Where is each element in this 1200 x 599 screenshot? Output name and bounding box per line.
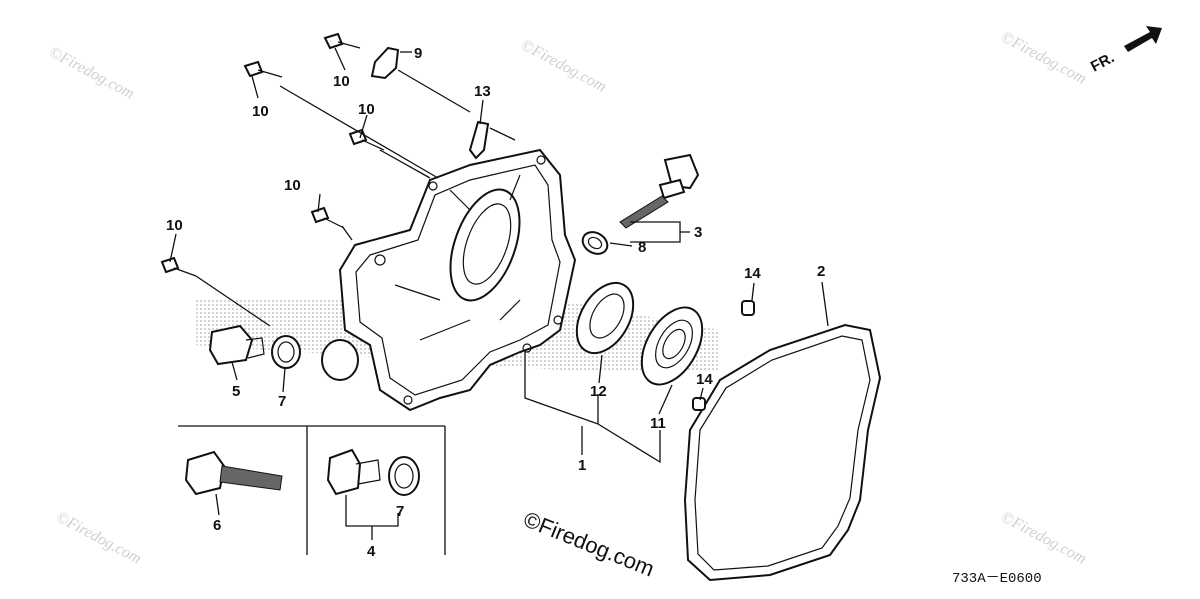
watermark-top-right: ©Firedog.com [998,29,1089,88]
dowel-pin-lower [692,397,706,411]
clip [370,46,400,80]
bolts [160,32,385,277]
callout-6: 6 [213,517,221,534]
callout-4: 4 [367,543,376,560]
callout-3: 3 [694,224,702,241]
diagram-code: 733A－E0600 [952,571,1042,587]
callout-14: 14 [696,371,713,388]
watermark-bottom-left: ©Firedog.com [53,509,144,568]
watermark-bottom-right: ©Firedog.com [998,509,1089,568]
callout-12: 12 [590,383,607,400]
callout-7: 7 [278,393,286,410]
watermark-top-left: ©Firedog.com [46,44,137,103]
callout-8: 8 [638,239,646,256]
bearing-12 [575,281,635,355]
collar [321,339,359,381]
drain-plug-5 [208,324,265,366]
washer-7 [271,335,301,369]
callouts: 10 10 10 10 10 9 13 3 8 14 2 14 12 11 1 … [166,45,825,560]
callout-2: 2 [817,263,825,280]
callout-7: 7 [396,503,404,520]
callout-10: 10 [284,177,301,194]
callout-14: 14 [744,265,761,282]
oil-filler-dipstick [619,153,700,229]
callout-9: 9 [414,45,422,62]
oil-seal [581,231,609,255]
cable-clamp [468,120,490,160]
drain-plug-long-6 [184,450,283,496]
callout-1: 1 [578,457,586,474]
callout-11: 11 [650,415,666,432]
callout-10: 10 [358,101,375,118]
bearing-11 [640,306,704,386]
drain-plug-kit-4 [326,448,420,496]
callout-10: 10 [252,103,269,120]
case-cover-gasket [683,323,882,582]
forward-arrow-icon: FR. [1088,26,1162,76]
direction-label: FR. [1088,49,1117,75]
callout-10: 10 [166,217,183,234]
callout-10: 10 [333,73,350,90]
dowel-pin-upper [741,300,755,316]
callout-5: 5 [232,383,240,400]
watermark-top-center: ©Firedog.com [518,37,609,96]
leader-lines [169,47,829,540]
case-cover [338,148,577,412]
variant-box-lines [178,425,446,555]
watermark-main: ©Firedog.com [520,506,658,581]
callout-13: 13 [474,83,491,100]
